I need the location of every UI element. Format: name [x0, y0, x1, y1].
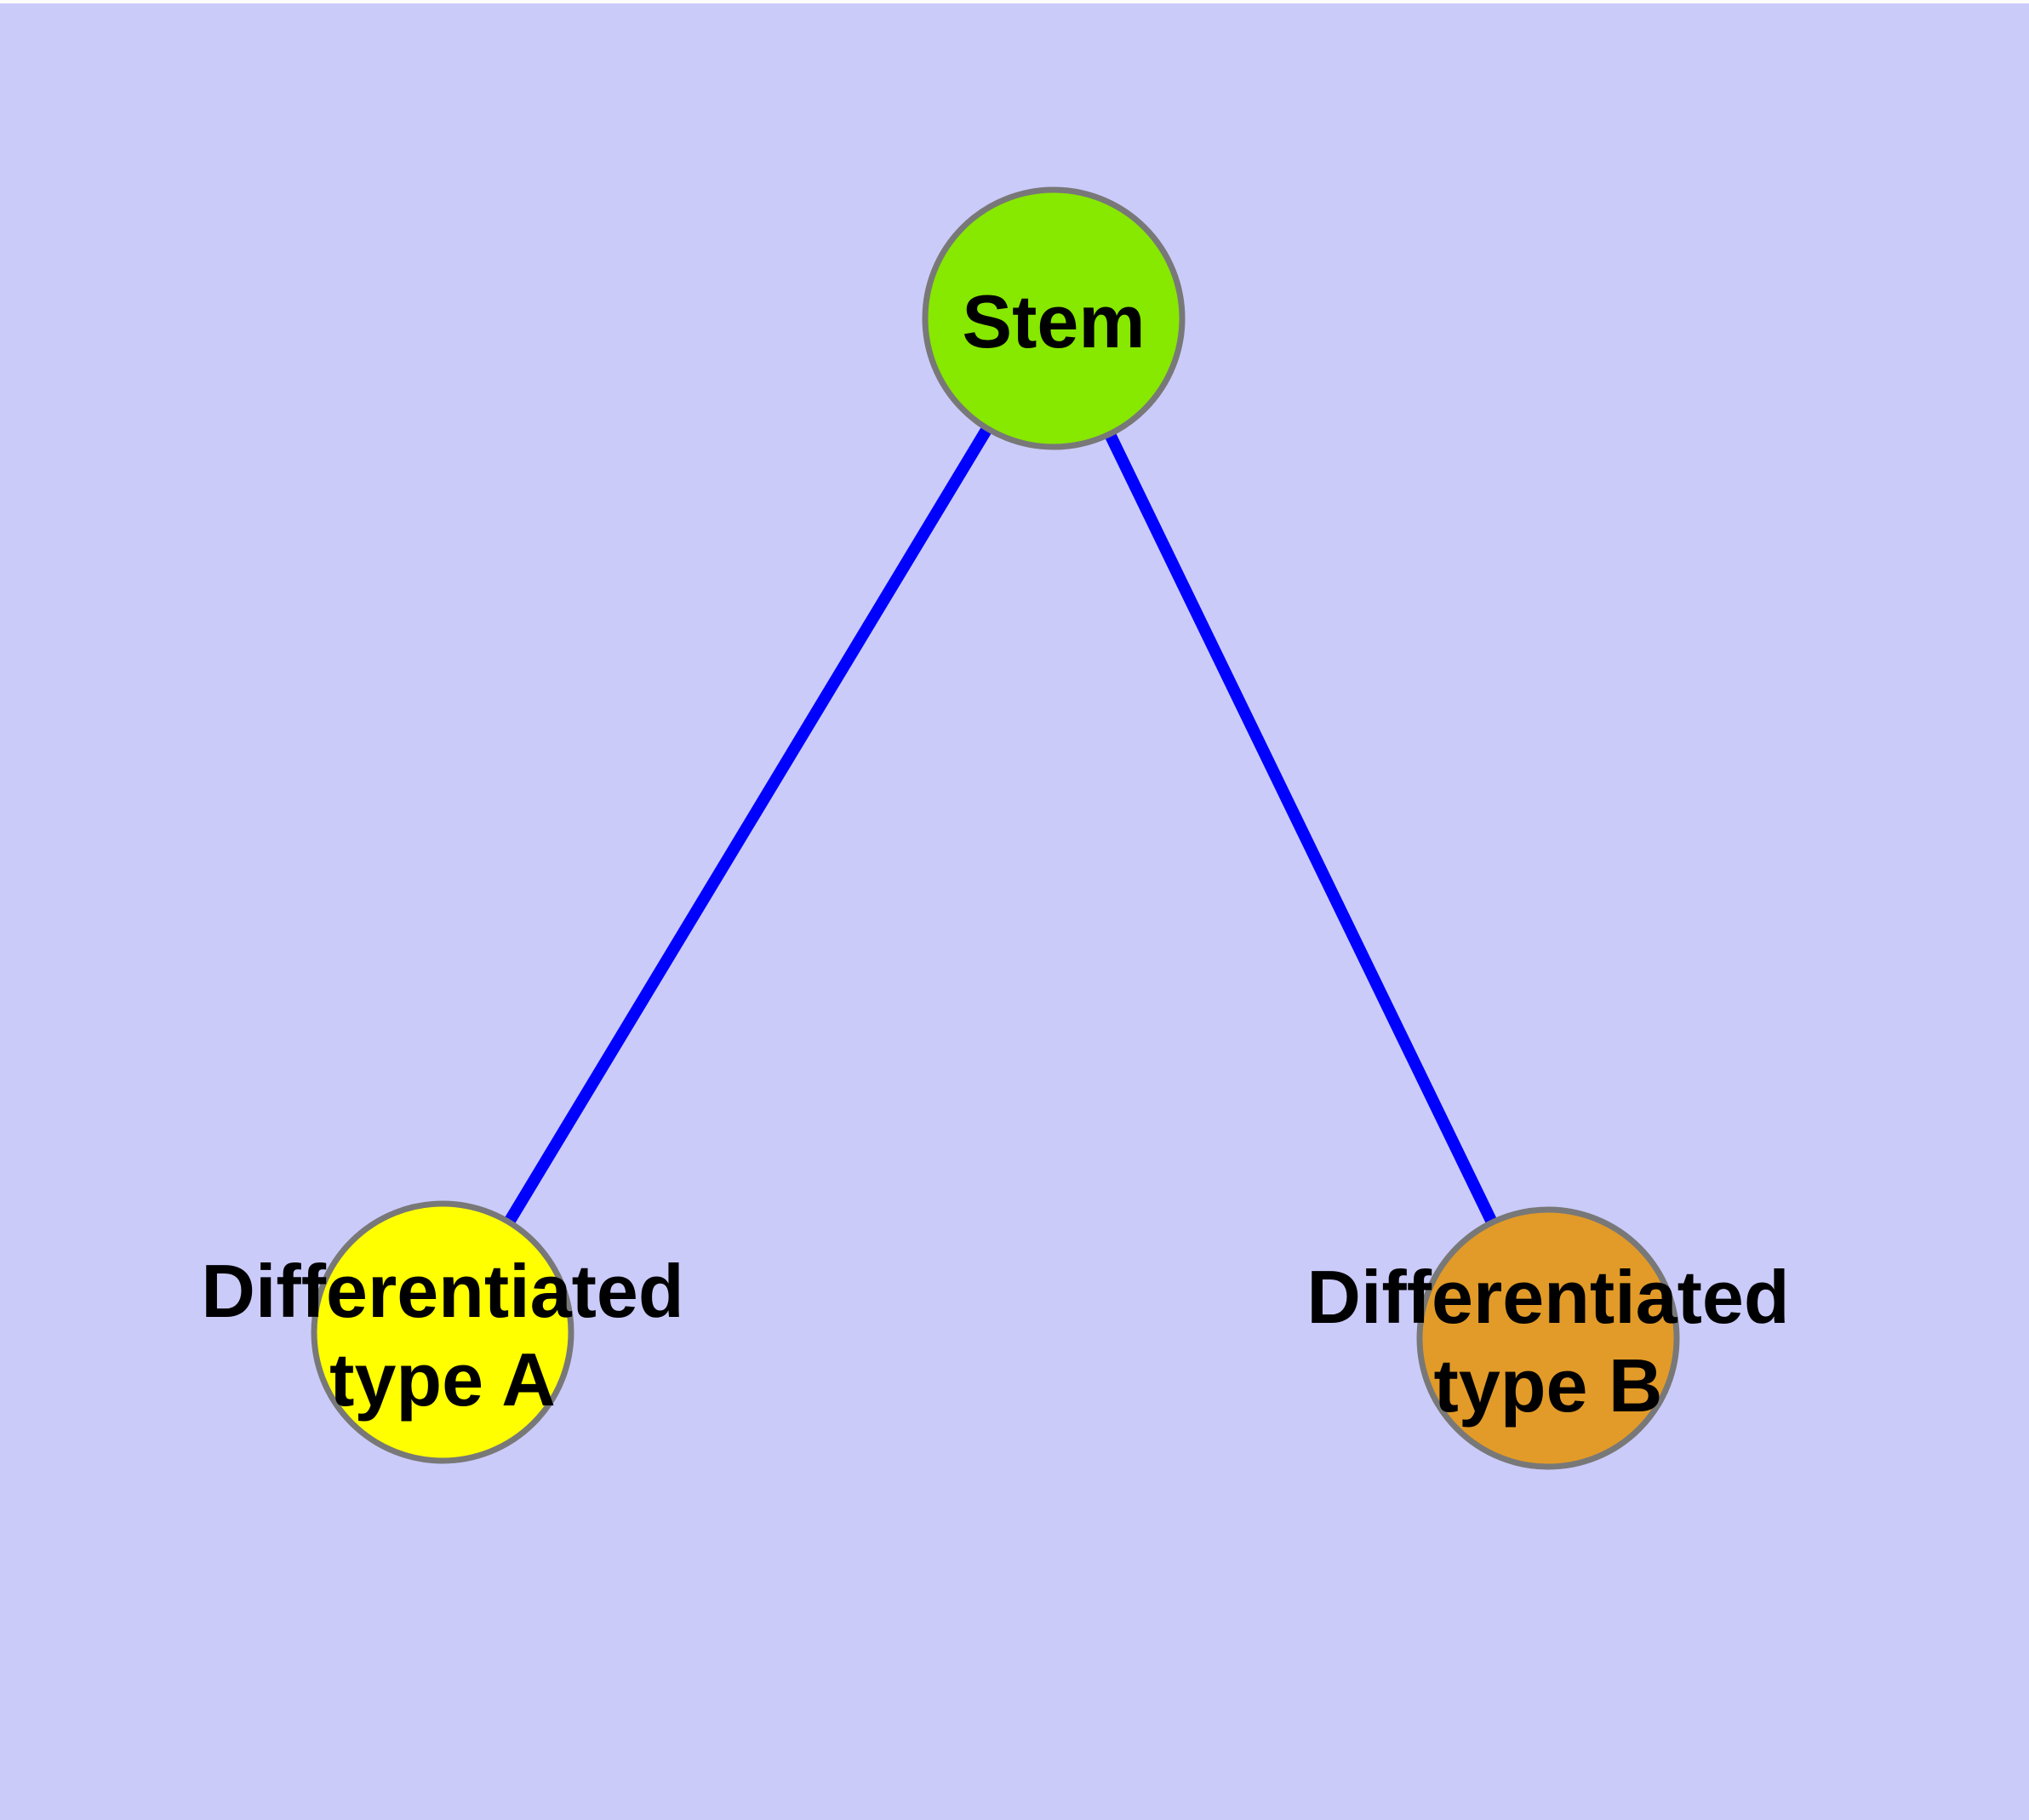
node-label-line: type B [1434, 1343, 1663, 1428]
node-label-stem: Stem [962, 279, 1145, 363]
node-label-line: Stem [962, 279, 1145, 363]
node-type-a [311, 1200, 574, 1464]
top-edge-strip [0, 0, 2029, 3]
edges-layer [437, 315, 1554, 1342]
node-label-line: type A [329, 1337, 556, 1422]
edge-stem-to-type-b [1048, 315, 1554, 1342]
node-stem [922, 186, 1186, 450]
node-type-b [1416, 1206, 1680, 1470]
node-label-line: Differentiated [1306, 1255, 1789, 1339]
edge-stem-to-type-a [437, 315, 1059, 1336]
node-label-line: Differentiated [201, 1249, 683, 1333]
nodes-layer [311, 186, 1680, 1470]
